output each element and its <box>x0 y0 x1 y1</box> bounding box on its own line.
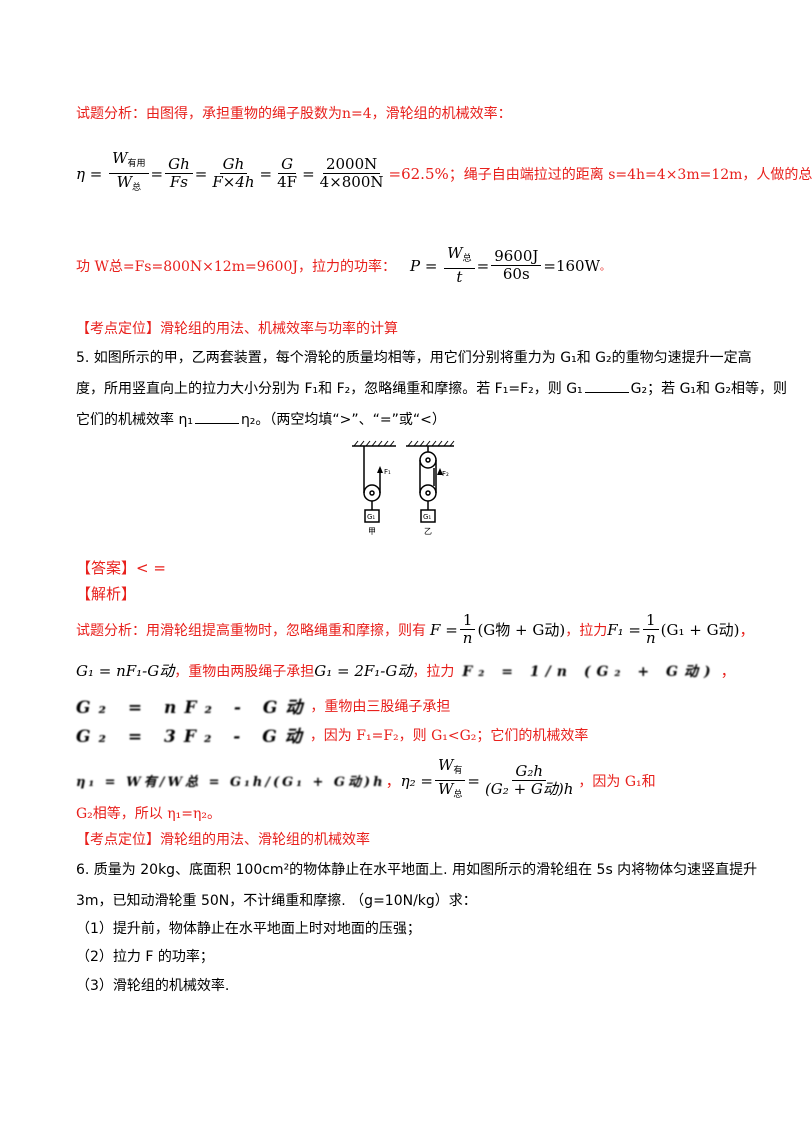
blurred-formula-3: G₂ = 3F₂ - G动 <box>76 727 310 747</box>
analysis-line3: G₂ = nF₂ - G动 ，重物由三股绳子承担 <box>76 693 450 718</box>
efficiency-result: =62.5%； <box>388 165 464 183</box>
distance-text: 绳子自由端拉过的距离 s=4h=4×3m=12m，人做的总 <box>463 166 812 183</box>
jiexi-label: 【解析】 <box>76 585 137 603</box>
analysis-line4: G₂ = 3F₂ - G动 ，因为 F₁=F₂，则 G₁<G₂；它们的机械效率 <box>76 722 588 747</box>
label-jia: 甲 <box>368 527 376 536</box>
analysis-line6: G₂相等，所以 η₁=η₂。 <box>76 806 221 822</box>
label-f2: F₂ <box>442 470 449 478</box>
answer-label: 【答案】< = <box>76 559 166 577</box>
label-yi: 乙 <box>424 527 432 536</box>
analysis-intro: 试题分析：由图得，承担重物的绳子股数为n=4，滑轮组的机械效率： <box>76 106 512 122</box>
answer-blank-1[interactable] <box>584 380 629 393</box>
power-result: =160W <box>543 256 600 275</box>
q5-line2: 度，所用竖直向上的拉力大小分别为 F₁和 F₂，忽略绳重和摩擦。若 F₁=F₂，… <box>76 380 787 397</box>
q6-line1: 6. 质量为 20kg、底面积 100cm²的物体静止在水平地面上. 用如图所示… <box>76 862 758 878</box>
q6-sub1: （1）提升前，物体静止在水平地面上时对地面的压强； <box>76 921 421 937</box>
work-text: 功 W总=Fs=800N×12m=9600J，拉力的功率： <box>76 258 396 275</box>
blurred-formula-4: η₁ = W有/W总 = G₁h/(G₁ + G动)h <box>76 775 386 790</box>
pulley-figure: F₁ F₂ G₁ G₁ 甲 乙 <box>352 440 455 536</box>
blurred-formula-2: G₂ = nF₂ - G动 <box>76 698 311 718</box>
eta-symbol: η <box>76 164 85 183</box>
label-g2: G₁ <box>423 513 431 521</box>
label-g1: G₁ <box>367 513 375 521</box>
q5-line1: 5. 如图所示的甲，乙两套装置，每个滑轮的质量均相等，用它们分别将重力为 G₁和… <box>76 350 752 366</box>
blurred-formula-1: F₂ = 1/n (G₂ + G动) <box>462 663 717 680</box>
answer-blank-2[interactable] <box>194 411 239 424</box>
q6-sub2: （2）拉力 F 的功率； <box>76 949 214 965</box>
kaodian-q5: 【考点定位】滑轮组的用法、滑轮组的机械效率 <box>76 832 370 848</box>
q6-line2: 3m，已知动滑轮重 50N，不计绳重和摩擦. （g=10N/kg）求： <box>76 893 477 909</box>
analysis-line2: G₁ = nF₁-G动 ，重物由两股绳子承担 G₁ = 2F₁-G动 ，拉力 F… <box>76 662 736 680</box>
q6-sub3: （3）滑轮组的机械效率. <box>76 978 230 994</box>
label-f1: F₁ <box>384 468 391 476</box>
kaodian-prev: 【考点定位】滑轮组的用法、机械效率与功率的计算 <box>76 321 398 337</box>
